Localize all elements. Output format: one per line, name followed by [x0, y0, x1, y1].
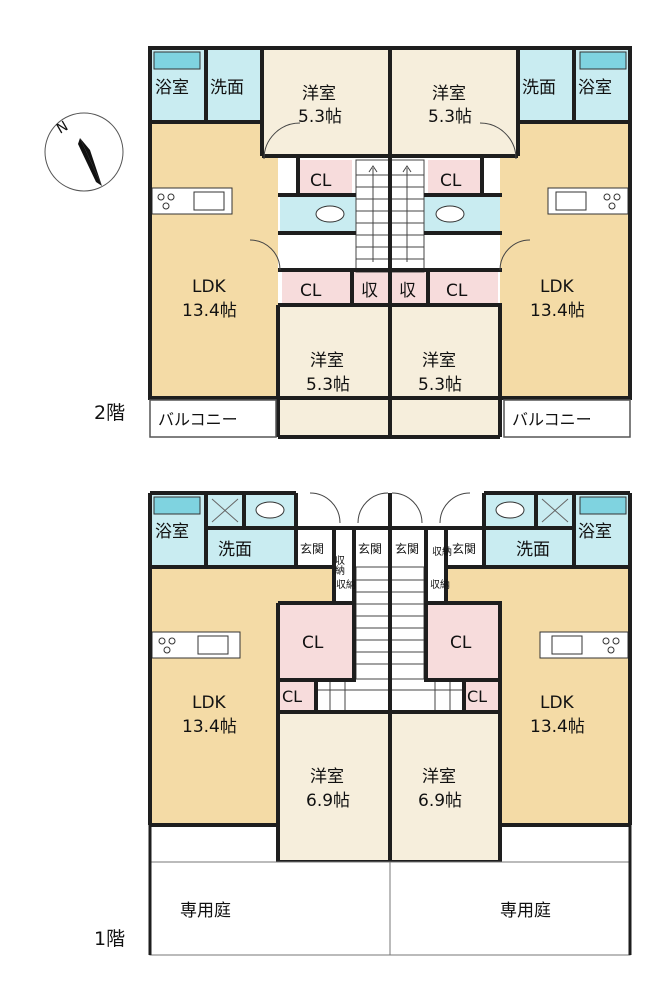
wash-1f-left: [206, 528, 296, 567]
storage-2f-b-label: 収: [399, 281, 416, 301]
western-2f-tl-label: 洋室: [302, 84, 336, 104]
closet-1f-c: [280, 680, 316, 712]
closet-1f-d: [464, 680, 500, 712]
entrance-1f-c-label: 玄関: [395, 541, 419, 556]
wash-2f-right: [518, 48, 574, 122]
western-2f-br-size: 5.3帖: [418, 375, 462, 395]
western-1f-left-size: 6.9帖: [306, 791, 350, 811]
balcony-2f-left: [149, 399, 277, 438]
storage-1f-b-label: 収納: [432, 545, 452, 558]
floor-label-2f: 2階: [94, 402, 126, 424]
garden-1f-right: [389, 861, 631, 956]
western-2f-tr-size: 5.3帖: [428, 107, 472, 127]
wash-2f-left-label: 洗面: [210, 78, 244, 98]
wash-2f-right-label: 洗面: [522, 78, 556, 98]
bath-1f-right-label: 浴室: [578, 522, 612, 542]
ldk-2f-left-label: LDK: [192, 277, 227, 297]
balcony-2f-right-label: バルコニー: [512, 410, 592, 429]
closet-1f-b: [428, 605, 500, 680]
wash-1f-right: [484, 528, 574, 567]
ldk-2f-left-size: 13.4帖: [182, 301, 237, 321]
closet-1f-a: [280, 605, 352, 680]
ldk-2f-right: [500, 123, 630, 398]
ldk-1f-right: [500, 567, 630, 825]
ldk-1f-right-ext: [446, 567, 502, 603]
entrance-1f-b-label: 玄関: [358, 541, 382, 556]
western-2f-bl-label: 洋室: [310, 351, 344, 371]
western-2f-tl-size: 5.3帖: [298, 107, 342, 127]
floor-label-1f: 1階: [94, 928, 126, 950]
ldk-1f-left-label: LDK: [192, 693, 227, 713]
closet-2f-c-label: CL: [300, 281, 322, 301]
closet-1f-b-label: CL: [450, 633, 472, 653]
closet-2f-d: [428, 272, 498, 305]
lower-floor: 浴室 浴室 洗面 洗面 玄関 収納 玄関 玄関 収納 玄関 収納 収納 CL C…: [148, 491, 632, 956]
ldk-1f-left-ext: [278, 567, 334, 603]
bathtub-2f-right: [579, 51, 627, 70]
garden-1f-left-label: 専用庭: [180, 901, 231, 921]
western-2f-bottom-right: [390, 305, 500, 437]
western-2f-top-left: [260, 48, 388, 156]
storage-2f-b: [392, 272, 428, 305]
western-1f-right-label: 洋室: [422, 767, 456, 787]
western-1f-right-size: 6.9帖: [418, 791, 462, 811]
bathtub-1f-left: [153, 496, 201, 515]
storage-1f-a-label: 収納: [333, 555, 345, 576]
closet-2f-a-label: CL: [310, 171, 332, 191]
wash-1f-left-label: 洗面: [218, 540, 252, 560]
balcony-2f-right: [503, 399, 631, 438]
closet-2f-a: [298, 160, 352, 195]
ldk-1f-left: [150, 567, 278, 825]
western-1f-left-label: 洋室: [310, 767, 344, 787]
bathtub-1f-right: [579, 496, 627, 515]
closet-2f-b-label: CL: [440, 171, 462, 191]
ldk-2f-right-label: LDK: [540, 277, 575, 297]
bathtub-2f-left: [153, 51, 201, 70]
storage-2f-a: [352, 272, 388, 305]
closet-2f-c: [282, 272, 352, 305]
ldk-2f-right-size: 13.4帖: [530, 301, 585, 321]
entrance-1f-a-label: 玄関: [300, 541, 324, 556]
ldk-1f-right-label: LDK: [540, 693, 575, 713]
wash-2f-left: [206, 48, 262, 122]
wash-1f-right-label: 洗面: [516, 540, 550, 560]
upper-floor: 浴室 洗面 洗面 浴室 洋室 5.3帖 洋室 5.3帖 CL CL LDK 13…: [148, 46, 632, 439]
western-2f-br-label: 洋室: [422, 351, 456, 371]
western-2f-bottom-left: [278, 305, 388, 437]
western-1f-right: [390, 712, 500, 862]
storage-2f-a-label: 収: [361, 281, 378, 301]
storage-1f-d-label: 収納: [430, 578, 450, 591]
bath-2f-left-label: 浴室: [155, 78, 189, 98]
entrance-1f-d-label: 玄関: [452, 541, 476, 556]
storage-1f-c-label: 収納: [336, 578, 356, 591]
closet-2f-b: [428, 160, 482, 195]
closet-1f-c-label: CL: [282, 687, 302, 706]
bath-2f-right-label: 浴室: [578, 78, 612, 98]
closet-1f-d-label: CL: [467, 687, 487, 706]
bath-1f-left-label: 浴室: [155, 522, 189, 542]
garden-1f-right-label: 専用庭: [500, 901, 551, 921]
closet-2f-d-label: CL: [446, 281, 468, 301]
ldk-1f-right-size: 13.4帖: [530, 717, 585, 737]
balcony-2f-left-label: バルコニー: [158, 410, 238, 429]
closet-1f-a-label: CL: [302, 633, 324, 653]
western-2f-tr-label: 洋室: [432, 84, 466, 104]
compass-icon: N: [44, 112, 124, 192]
western-2f-bl-size: 5.3帖: [306, 375, 350, 395]
ldk-1f-left-size: 13.4帖: [182, 717, 237, 737]
western-2f-top-right: [390, 48, 520, 156]
western-1f-left: [278, 712, 388, 862]
walls-1f: [148, 491, 632, 955]
walls-2f: [148, 46, 632, 439]
ldk-2f-left: [150, 123, 278, 398]
